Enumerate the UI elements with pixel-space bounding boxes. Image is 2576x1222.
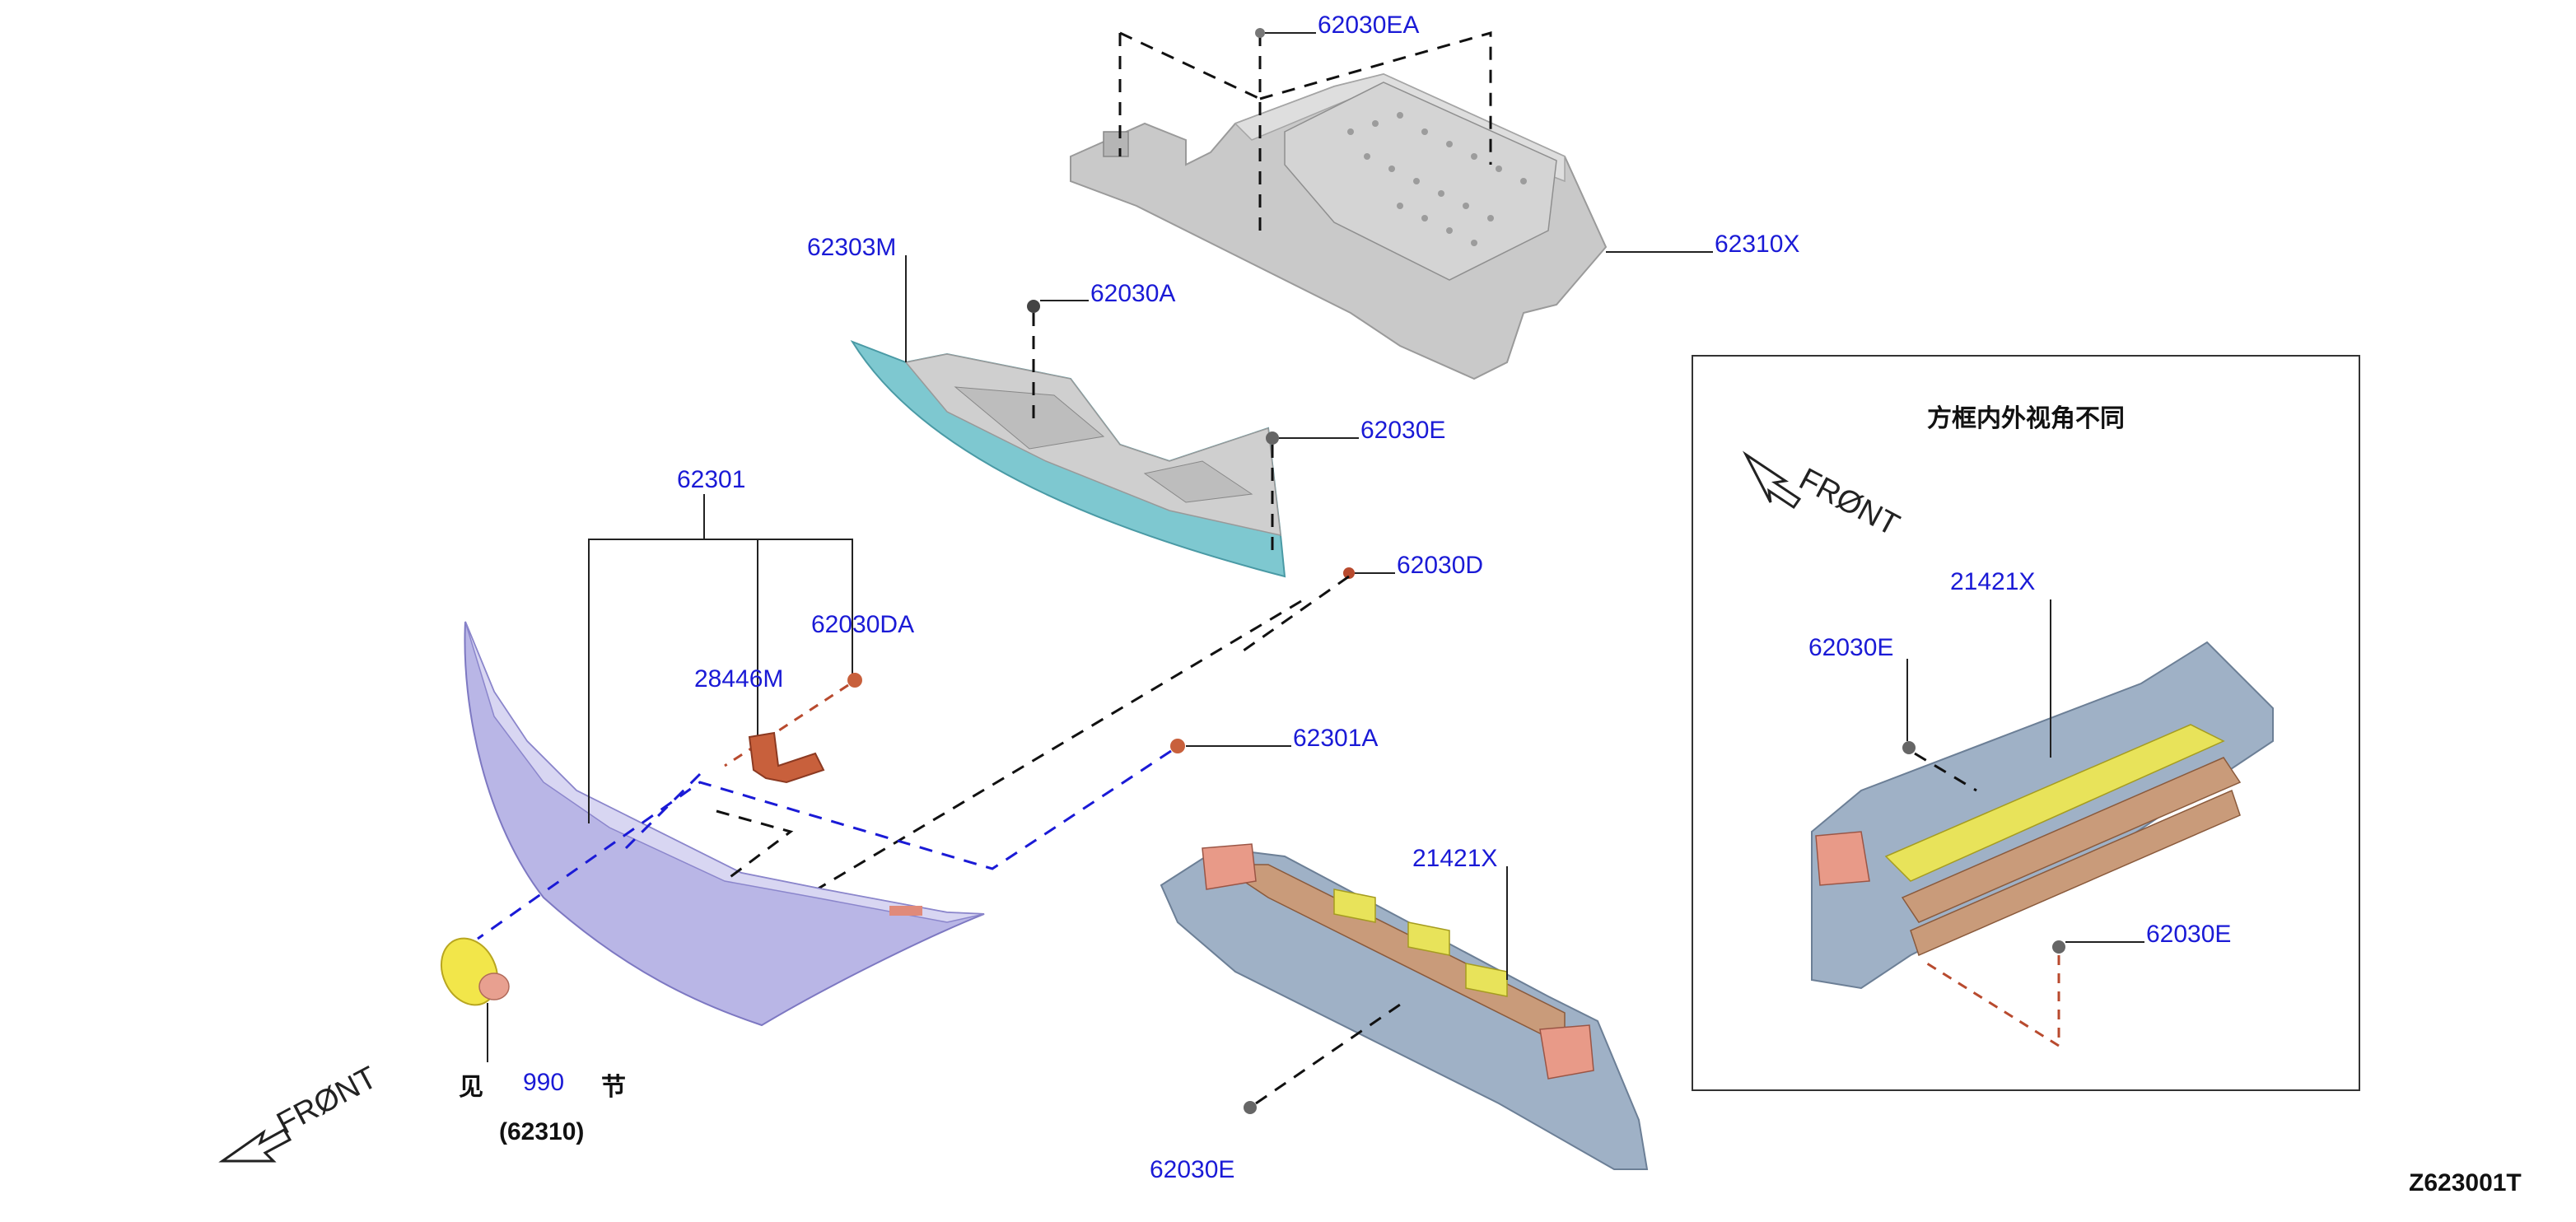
clip-62030E-mid-marker <box>1266 431 1279 445</box>
callout-62030E-mid: 62030E <box>1360 417 1445 444</box>
callout-62030A: 62030A <box>1090 280 1175 307</box>
callout-62030DA: 62030DA <box>811 611 914 638</box>
see-section-number: 990 <box>523 1069 564 1096</box>
callout-62301: 62301 <box>677 466 745 493</box>
callout-62030EA-top: 62030EA <box>1318 12 1419 39</box>
front-grille-part <box>464 621 985 1027</box>
see-section-suffix: 节 <box>601 1074 626 1101</box>
front-direction-indicator: FRØNT <box>218 1060 383 1163</box>
inset-title: 方框内外视角不同 <box>1927 404 2125 432</box>
upper-cover-part <box>1070 72 1608 380</box>
front-label-inset: FRØNT <box>1794 462 1905 543</box>
clip-62030E-inset-lower-marker <box>2052 940 2065 954</box>
emblem-part <box>440 937 510 1006</box>
callout-21421X-bottom: 21421X <box>1412 845 1497 872</box>
callout-62310X: 62310X <box>1715 231 1799 258</box>
callout-62303M: 62303M <box>807 234 896 261</box>
callout-28446M: 28446M <box>694 665 783 693</box>
figure-code: Z623001T <box>2409 1169 2522 1196</box>
callout-62030E-inset-lower: 62030E <box>2146 921 2231 948</box>
inset-view-box <box>1692 355 2360 1091</box>
callout-62030D: 62030D <box>1397 552 1483 579</box>
clip-62030E-bottom-marker <box>1244 1101 1257 1114</box>
inset-front-indicator: FRØNT <box>1742 450 1905 543</box>
bracket-28446M-part <box>748 731 825 784</box>
clip-62030D-marker <box>1343 567 1355 579</box>
callout-62030E-inset-upper: 62030E <box>1808 634 1893 661</box>
grille-shutter-part <box>1160 843 1649 1170</box>
clip-62030EA-marker <box>1255 28 1265 38</box>
shroud-part <box>850 339 1286 578</box>
see-section-prefix: 见 <box>459 1074 483 1101</box>
clip-62030E-inset-upper-marker <box>1902 741 1916 754</box>
clip-62301A-marker <box>1170 739 1185 753</box>
clip-62030A-marker <box>1027 300 1040 313</box>
see-section-ref: (62310) <box>499 1118 584 1145</box>
clip-62030DA-marker <box>847 673 862 688</box>
front-label-left: FRØNT <box>272 1060 383 1141</box>
callout-21421X-inset: 21421X <box>1950 568 2035 595</box>
inset-shutter-part <box>1811 641 2274 990</box>
callout-62030E-bottom: 62030E <box>1150 1156 1234 1183</box>
callout-62301A: 62301A <box>1293 725 1378 752</box>
